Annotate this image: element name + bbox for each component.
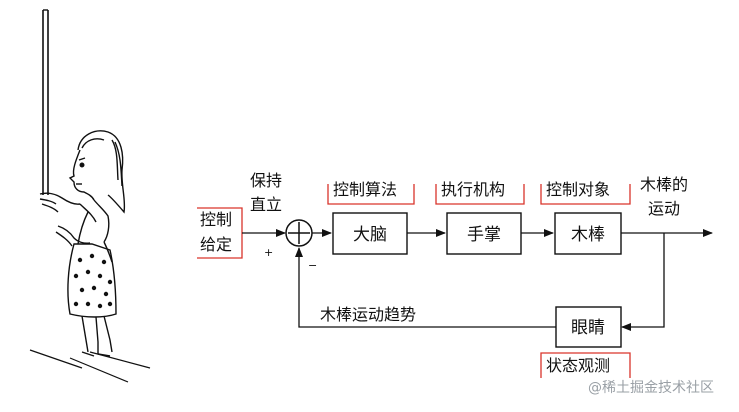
block-stick-label: 木棒 — [571, 225, 605, 245]
setpoint-label-line1: 保持 — [250, 171, 282, 190]
plus-sign: + — [264, 246, 273, 259]
output-label-line2: 运动 — [648, 199, 680, 218]
annotation-actuator: 执行机构 — [435, 180, 525, 205]
annotation-plant-label: 控制对象 — [546, 180, 610, 199]
annotation-actuator-label: 执行机构 — [441, 180, 505, 199]
input-label-line2: 给定 — [200, 235, 232, 254]
annotation-plant: 控制对象 — [540, 180, 631, 205]
minus-sign: − — [308, 259, 317, 272]
annotation-algorithm: 控制算法 — [327, 180, 415, 205]
wooden-stick-illustration — [42, 9, 49, 195]
block-hand: 手掌 — [446, 212, 522, 255]
block-stick: 木棒 — [554, 212, 622, 255]
feedback-path — [295, 233, 665, 331]
input-label-line1: 控制 — [200, 210, 232, 229]
summing-junction — [285, 219, 313, 247]
block-eye: 眼睛 — [555, 306, 622, 348]
annotation-observer: 状态观测 — [540, 352, 631, 378]
annotation-observer-label: 状态观测 — [546, 356, 610, 375]
block-brain: 大脑 — [332, 212, 408, 255]
block-eye-label: 眼睛 — [571, 318, 605, 338]
watermark: @稀土掘金技术社区 — [588, 380, 714, 396]
block-hand-label: 手掌 — [467, 225, 501, 245]
annotation-algorithm-label: 控制算法 — [333, 180, 397, 199]
setpoint-label-line2: 直立 — [250, 195, 282, 214]
output-label-line1: 木棒的 — [640, 175, 688, 194]
block-brain-label: 大脑 — [353, 225, 387, 245]
input-label: 控制 给定 — [197, 207, 243, 259]
skirt-dots — [73, 253, 113, 309]
observer-bracket — [540, 352, 631, 378]
actuator-bracket — [435, 184, 525, 205]
person-illustration — [29, 9, 151, 383]
plant-bracket — [540, 184, 631, 205]
algorithm-bracket — [327, 184, 415, 205]
feedback-label: 木棒运动趋势 — [320, 305, 416, 324]
